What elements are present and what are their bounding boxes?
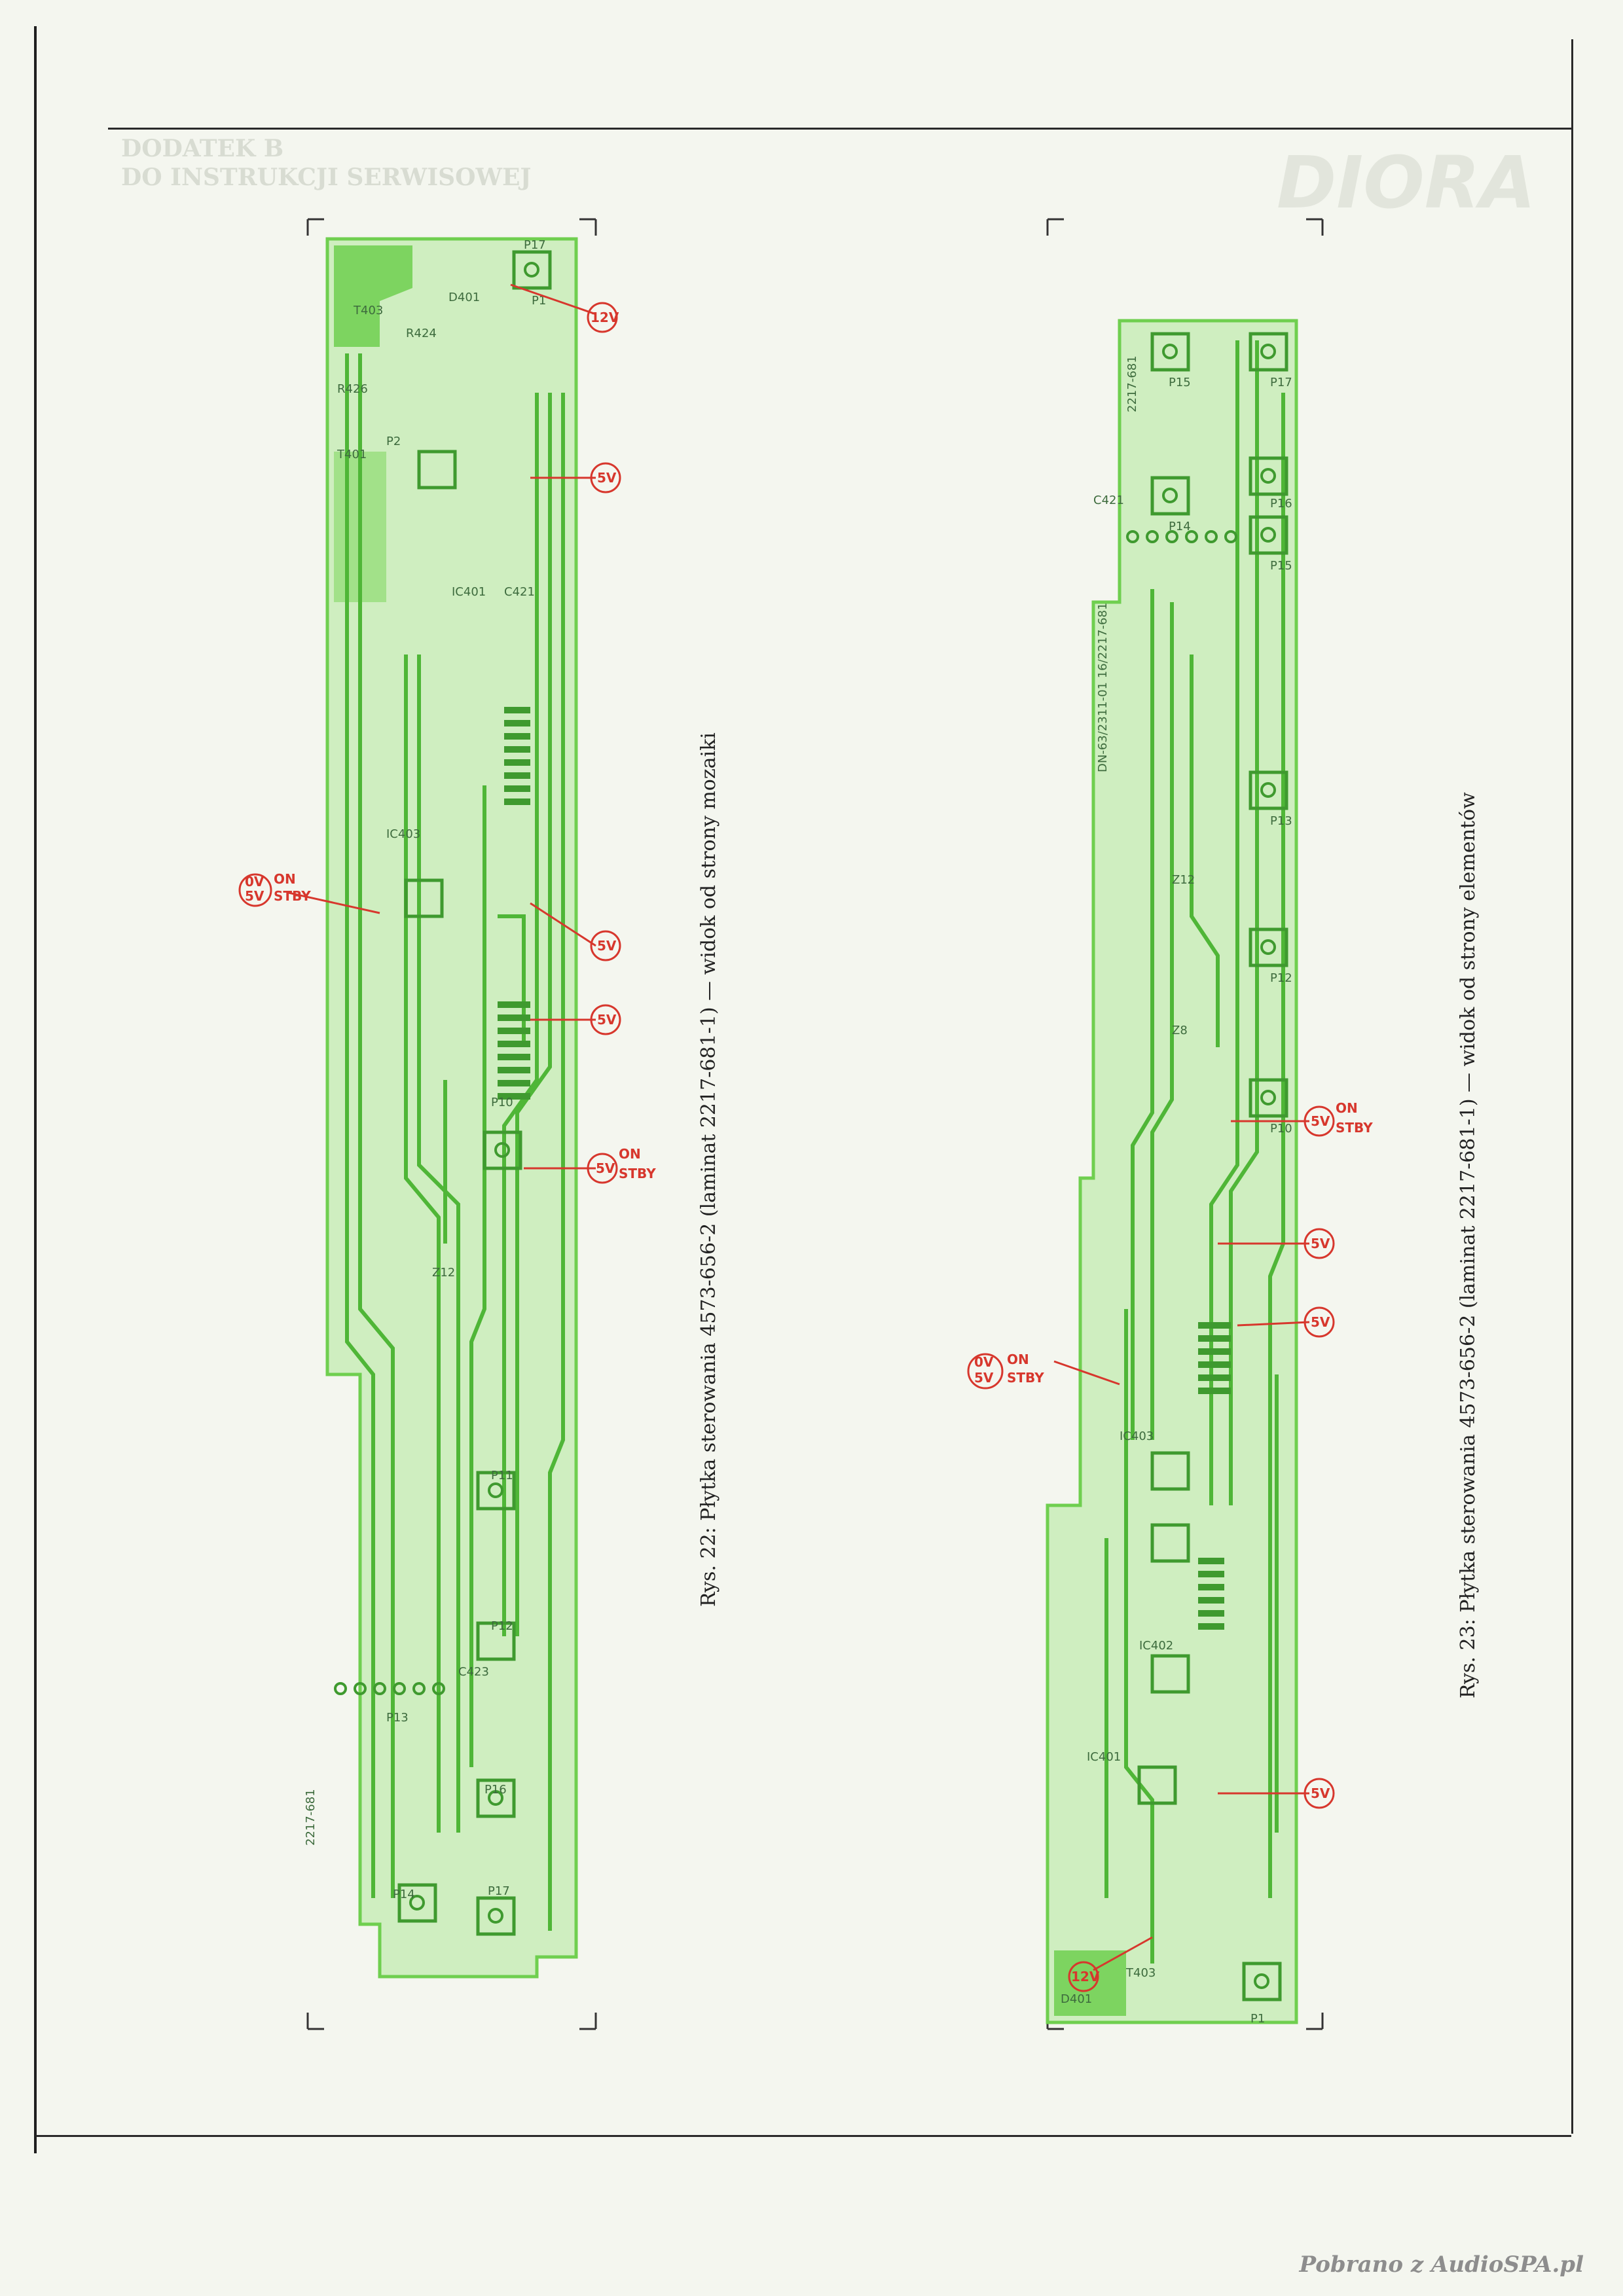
label-p12-23: P13 [1270,814,1292,828]
annotation-5v-onstby-23: 5V [1311,1113,1330,1129]
label-z2-22: C423 [458,1665,489,1679]
label-ic401-22: T401 [337,448,367,461]
traces-22 [345,353,565,1931]
switch-pads-23 [1137,332,1288,2001]
top-border-line [108,128,1571,130]
label-ic402-22: IC401 [452,585,486,599]
voltage-annotations-23: 5V ON STBY 5V 5V 5V 12V [1053,1100,1373,1992]
label-z5-23: Z12 [1172,873,1195,887]
download-source-watermark: Pobrano z AudioSPA.pl [1299,2251,1584,2278]
label-z4-23: Z8 [1172,1024,1188,1037]
label-p16-23: P16 [1270,497,1292,511]
label-p12-22: P12 [491,1619,513,1633]
label-ic402-23: IC402 [1139,1639,1173,1653]
annotation-5v-c-23: 5V [1311,1785,1330,1801]
right-border-line [1571,39,1573,2134]
annotation-12v-22: 12V [591,310,619,325]
bleed-through-logo: DIORA [1277,141,1536,224]
bleed-through-line-2: DO INSTRUKCJI SERWISOWEJ [121,164,532,191]
copper-pour-a [334,245,412,347]
annotation-on-22: ON [619,1146,641,1162]
label-p10-23: P10 [1270,1122,1292,1136]
binding-edge-line [34,26,37,2153]
annotation-5v-d-22: 5V [596,1160,615,1176]
label-c421-23: C421 [1093,493,1124,507]
connector-pads-22 [334,1682,445,1695]
label-p2-22: P2 [386,435,401,448]
label-d401-23: D401 [1061,1992,1092,2006]
tag-on-23: ON [1007,1352,1029,1367]
figure-23-onstby-tag: 0V 5V ON STBY [967,1352,1044,1390]
tag-5v-22: 5V [245,888,264,904]
crop-mark-tr [579,218,597,236]
label-p17-22: P17 [488,1884,510,1898]
label-r424-22: T403 [353,304,383,317]
bleed-through-header: DODATEK B DO INSTRUKCJI SERWISOWEJ [121,134,531,192]
ic-pins-22 [498,707,530,1100]
label-p15-23: P15 [1270,559,1292,573]
crop-mark-br-23 [1306,2013,1324,2030]
label-t403-23: T403 [1125,1966,1156,1980]
crop-mark-tl-23 [1046,218,1064,236]
label-ic403-23: IC403 [1120,1429,1154,1443]
label-p11-22: P11 [491,1469,513,1482]
tag-stby-22: STBY [274,888,311,904]
figure-22-caption: Rys. 22: Płytka sterowania 4573-656-2 (l… [697,732,720,1607]
figure-23-caption: Rys. 23: Płytka sterowania 4573-656-2 (l… [1457,792,1480,1698]
crop-mark-tr-23 [1306,218,1324,236]
label-d401-22: P17 [524,238,546,252]
tag-5v-23: 5V [974,1370,994,1386]
crop-mark-br [579,2013,597,2030]
label-p14-23: P15 [1169,376,1191,389]
ic-pins-23 [1198,1322,1231,1630]
board-outline-22 [325,237,578,1979]
label-p13-23: P14 [1169,520,1191,533]
label-p17-23: P17 [1270,376,1292,389]
connector-pads-23 [1126,530,1237,543]
label-r425-22: R424 [406,327,437,340]
label-ic404-22: IC403 [386,827,420,841]
label-t403-22: D401 [448,291,480,304]
label-ic401-23: IC401 [1087,1750,1121,1764]
crop-mark-bl [306,2013,324,2030]
bottom-border-line [36,2135,1571,2137]
label-z4-22: Z12 [432,1266,455,1280]
annotation-12v-23: 12V [1071,1969,1100,1984]
label-p13-22: P13 [386,1711,409,1725]
label-p1-23: P1 [1250,2012,1265,2026]
annotation-5v-a-22: 5V [597,470,617,486]
annotation-stby-23: STBY [1336,1120,1373,1136]
crop-mark-tl [306,218,324,236]
voltage-annotations-22: 12V 5V 5V 5V 5V ON STBY [288,283,656,1184]
label-p10-22: P10 [491,1096,513,1109]
annotation-stby-22: STBY [619,1166,656,1181]
label-board-code-23: 2217-681 [1125,355,1139,412]
label-p11-23: P12 [1270,971,1292,985]
annotation-5v-b-22: 5V [597,938,617,954]
switch-pads-22 [397,250,552,1936]
annotation-5v-b-23: 5V [1311,1314,1330,1330]
label-p1-22: P1 [532,294,546,308]
figure-22-onstby-tag: 0V 5V ON STBY [238,871,311,907]
figure-22-pcb-diagram: P17 P1 D401 T403 R424 R426 T401 P2 IC401… [288,218,656,2030]
label-board-code-22: 2217-681 [304,1789,318,1846]
label-z12-22: C421 [504,585,535,599]
tag-0v-22: 0V [245,874,264,889]
label-marking-23: DN-63/2311-01 16/2217-681 [1096,603,1110,772]
tag-stby-23: STBY [1007,1370,1044,1386]
annotation-on-23: ON [1336,1100,1358,1116]
tag-on-22: ON [274,871,296,887]
annotation-5v-c-22: 5V [597,1012,617,1028]
bleed-through-line-1: DODATEK B [121,135,284,162]
annotation-5v-a-23: 5V [1311,1236,1330,1251]
tag-0v-23: 0V [974,1354,994,1370]
board-outline-23 [1046,319,1298,2024]
figure-23-pcb-diagram: P17 P15 P14 P16 P15 P13 P12 P10 C421 IC4… [1046,218,1373,2030]
label-t401-22: R426 [337,382,368,396]
label-p16-22: P16 [484,1783,507,1797]
label-p14-22: P14 [393,1888,415,1901]
